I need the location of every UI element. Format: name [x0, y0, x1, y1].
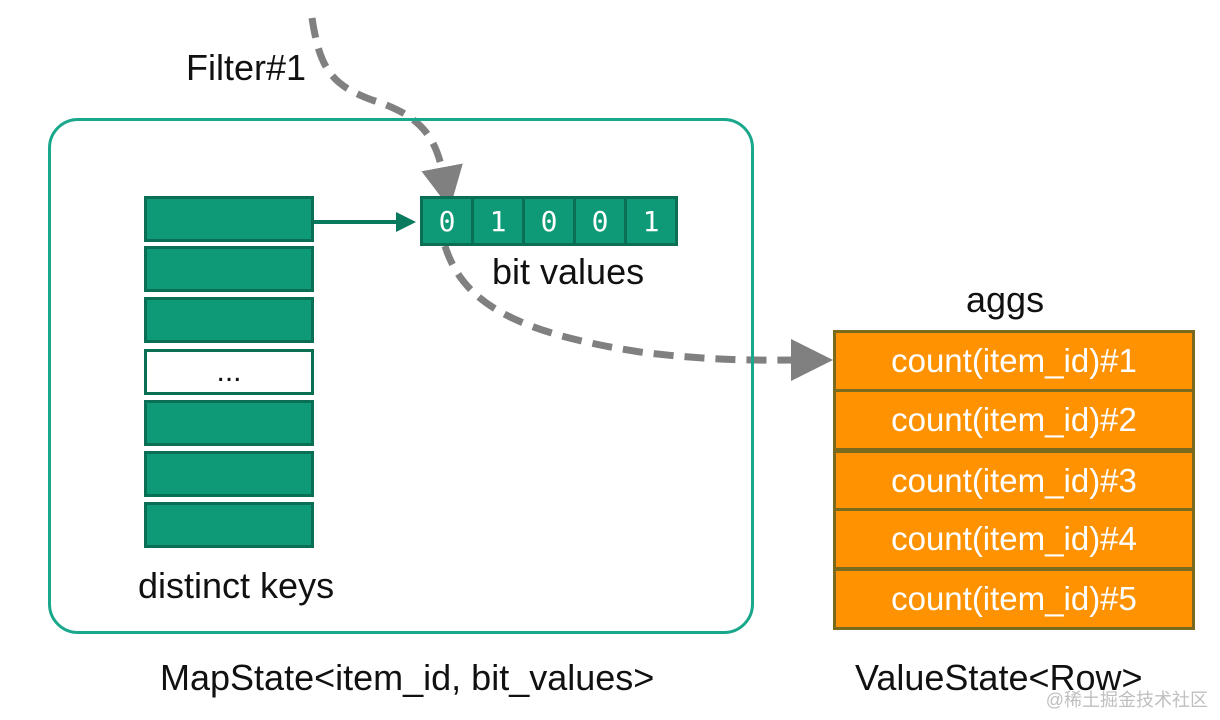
agg-cell: count(item_id)#5: [833, 568, 1195, 630]
bit-cell: 0: [573, 196, 627, 246]
key-cell: [144, 196, 314, 242]
distinct-keys-label: distinct keys: [138, 565, 335, 606]
key-cell: [144, 400, 314, 446]
bits-to-aggs-arrow: [441, 244, 833, 382]
bit-cell: 1: [624, 196, 678, 246]
bit-values-row: 0 1 0 0 1: [420, 196, 678, 246]
key-cell: [144, 451, 314, 497]
key-cell: [144, 502, 314, 548]
agg-cell: count(item_id)#2: [833, 389, 1195, 451]
key-cell: [144, 297, 314, 343]
aggs-label: aggs: [966, 279, 1045, 320]
value-state-label: ValueState<Row>: [855, 657, 1143, 698]
agg-cell: count(item_id)#4: [833, 508, 1195, 570]
map-state-container: [48, 118, 754, 634]
filter-label: Filter#1: [186, 47, 307, 88]
filter-arrow: [308, 17, 463, 209]
bit-cell: 0: [420, 196, 474, 246]
map-state-label: MapState<item_id, bit_values>: [160, 657, 655, 698]
bit-cell: 0: [522, 196, 576, 246]
agg-cell: count(item_id)#3: [833, 450, 1195, 512]
agg-cell: count(item_id)#1: [833, 330, 1195, 392]
key-cell: [144, 246, 314, 292]
bit-cell: 1: [471, 196, 525, 246]
key-ellipsis: ...: [144, 349, 314, 395]
bit-values-label: bit values: [492, 251, 645, 292]
watermark: @稀土掘金技术社区: [1045, 690, 1208, 710]
